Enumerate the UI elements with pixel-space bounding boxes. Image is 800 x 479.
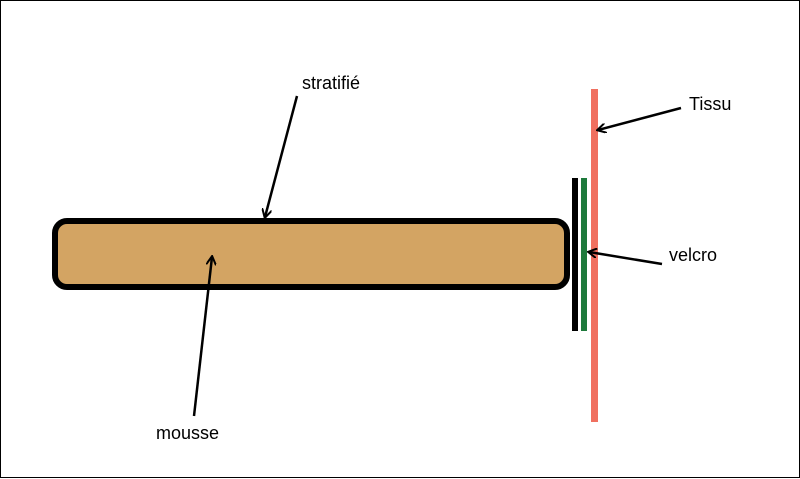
stratifie-arrow bbox=[265, 95, 299, 217]
velcro-arrow bbox=[589, 252, 663, 266]
stratifie-label: stratifié bbox=[302, 73, 361, 93]
velcro-black-strip bbox=[572, 178, 578, 331]
mousse-label: mousse bbox=[156, 423, 220, 443]
foam-panel bbox=[52, 218, 570, 290]
fabric-strip bbox=[591, 89, 598, 422]
velcro-green-strip bbox=[581, 178, 587, 331]
velcro-label: velcro bbox=[669, 245, 718, 265]
mousse-arrow bbox=[192, 257, 212, 417]
tissu-arrow bbox=[598, 106, 682, 130]
tissu-label: Tissu bbox=[689, 94, 732, 114]
